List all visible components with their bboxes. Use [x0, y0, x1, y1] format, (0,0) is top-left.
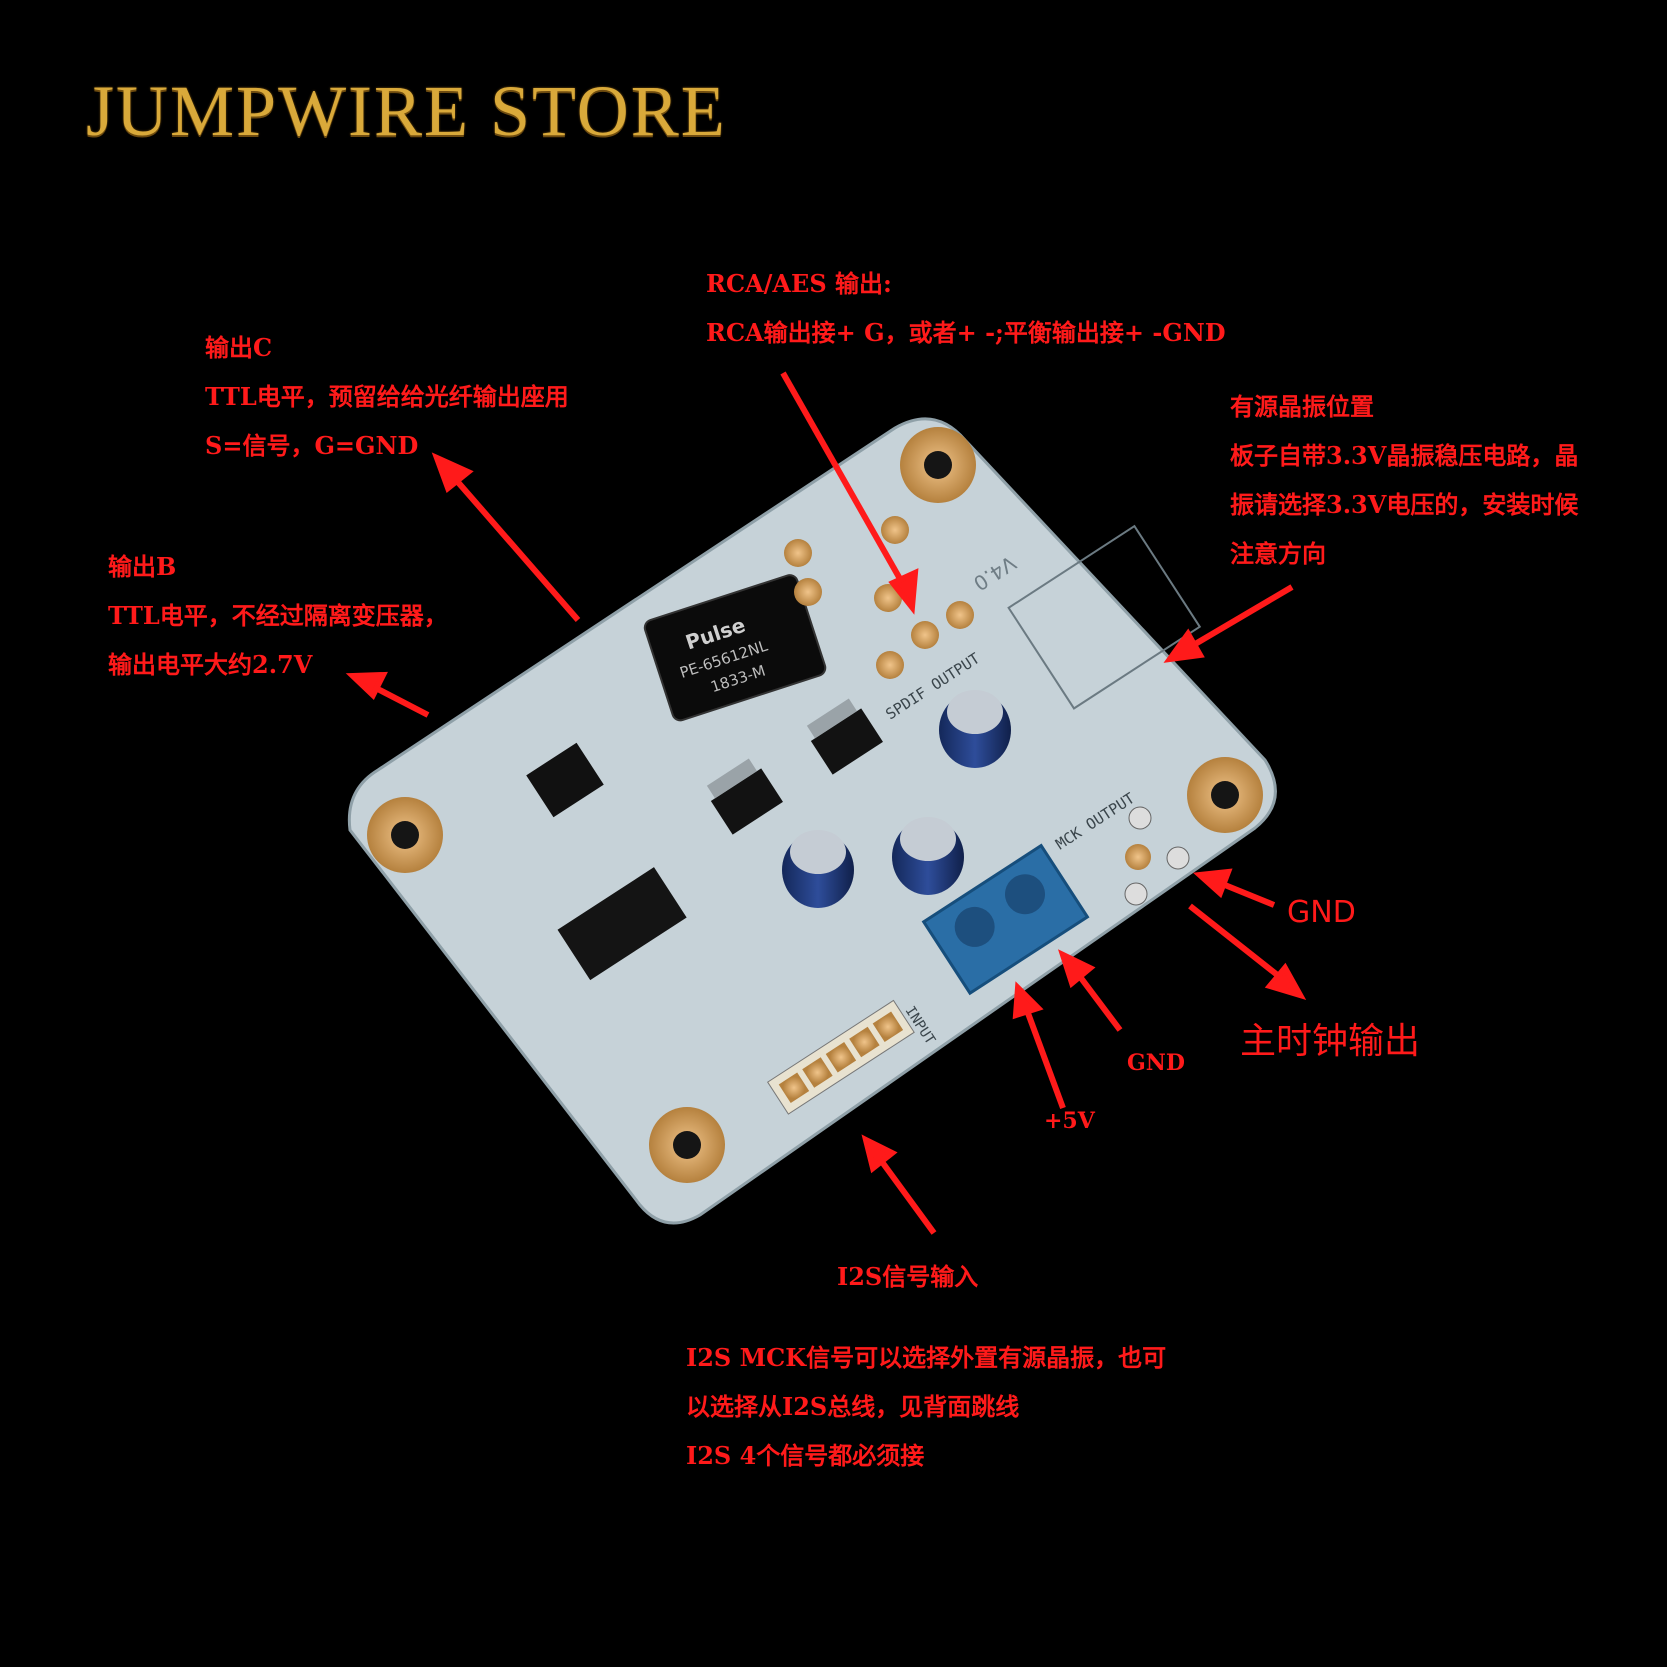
arrow-head	[1012, 981, 1044, 1020]
spdif-pads	[784, 516, 974, 679]
annotation-arrows	[345, 371, 1307, 1235]
arrow	[780, 371, 915, 602]
capacitor	[892, 817, 964, 895]
mck-output-pads	[1124, 806, 1190, 906]
oscillator-annotation: 有源晶振位置 板子自带3.3V晶振稳压电路，晶 振请选择3.3V电压的，安装时候…	[1230, 382, 1578, 578]
arrow-head	[431, 452, 474, 493]
arrow	[1022, 1003, 1066, 1110]
i2s-input-label: I2S信号输入	[837, 1262, 979, 1291]
annotation-line: 输出电平大约2.7V	[108, 650, 313, 679]
i2s-input-header	[766, 999, 915, 1115]
annotation-line: 注意方向	[1230, 539, 1326, 568]
arrow	[1072, 968, 1123, 1032]
arrow	[874, 1153, 937, 1235]
capacitor	[782, 830, 854, 908]
master-clock-label: 主时钟输出	[1240, 1021, 1421, 1062]
arrow-head	[1163, 628, 1205, 663]
output-c-annotation: 输出C TTL电平，预留给给光纤输出座用 S=信号，G=GND	[205, 323, 569, 470]
annotation-line: 板子自带3.3V晶振稳压电路，晶	[1230, 441, 1579, 470]
arrow	[447, 471, 581, 622]
pulse-transformer: Pulse PE-65612NL 1833-M	[643, 574, 827, 722]
i2s-notes-annotation: I2S MCK信号可以选择外置有源晶振，也可 以选择从I2S总线，见背面跳线 I…	[686, 1333, 1166, 1480]
tssop-chip	[557, 867, 687, 981]
annotation-line: 振请选择3.3V电压的，安装时候	[1230, 490, 1579, 519]
mounting-hole	[649, 1107, 725, 1183]
arrow-head	[888, 568, 919, 615]
annotation-line: S=信号，G=GND	[205, 431, 419, 460]
arrow	[1218, 880, 1276, 908]
soic-chip	[526, 742, 604, 818]
voltage-regulator	[806, 698, 883, 775]
mounting-hole	[900, 427, 976, 503]
gnd-right-label: GND	[1287, 895, 1356, 930]
arrow-head	[1264, 962, 1307, 1000]
annotation-line: TTL电平，不经过隔离变压器，	[108, 601, 448, 630]
annotation-line: 以选择从I2S总线，见背面跳线	[686, 1392, 1020, 1421]
annotation-line: RCA输出接+ G，或者+ -;平衡输出接+ -GND	[706, 318, 1226, 347]
voltage-regulator	[706, 758, 783, 835]
annotation-line: 有源晶振位置	[1230, 392, 1374, 421]
pcb: Pulse PE-65612NL 1833-M	[347, 417, 1277, 1225]
arrow	[368, 682, 430, 718]
arrow	[1188, 903, 1292, 988]
oscillator-footprint	[1007, 524, 1202, 710]
plus5v-label: +5V	[1044, 1108, 1095, 1134]
annotation-line: I2S MCK信号可以选择外置有源晶振，也可	[686, 1343, 1167, 1372]
annotation-line: 输出C	[205, 333, 273, 362]
annotation-line: I2S 4个信号都必须接	[686, 1441, 925, 1470]
output-b-annotation: 输出B TTL电平，不经过隔离变压器， 输出电平大约2.7V	[108, 542, 448, 689]
arrow-head	[1192, 868, 1233, 899]
mounting-hole	[367, 797, 443, 873]
mounting-hole	[1187, 757, 1263, 833]
capacitor	[939, 690, 1011, 768]
annotation-line: 输出B	[108, 552, 177, 581]
store-brand-logo: JUMPWIRE STORE	[86, 71, 727, 151]
rca-aes-annotation: RCA/AES 输出: RCA输出接+ G，或者+ -;平衡输出接+ -GND	[706, 259, 1226, 357]
gnd-bottom-label: GND	[1127, 1050, 1185, 1076]
annotation-line: TTL电平，预留给给光纤输出座用	[205, 382, 569, 411]
arrow-head	[861, 1134, 898, 1174]
annotation-line: RCA/AES 输出:	[706, 269, 892, 298]
arrow-head	[1058, 949, 1096, 989]
arrow	[1183, 584, 1294, 653]
screw-terminal	[921, 843, 1090, 996]
arrow-head	[345, 671, 388, 700]
